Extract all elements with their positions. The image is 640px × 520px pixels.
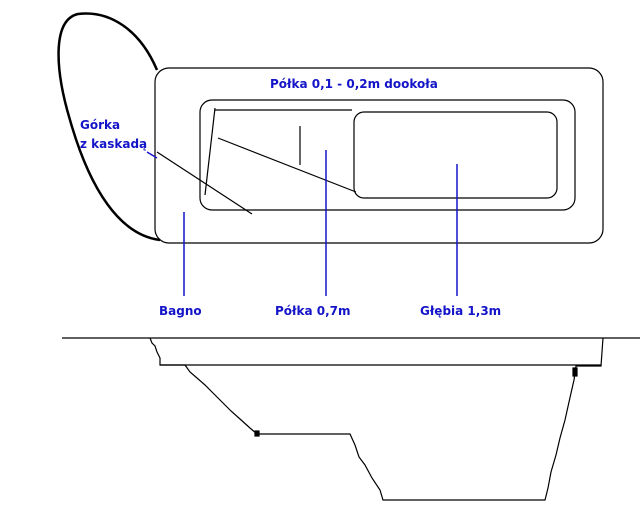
hill-leader bbox=[146, 151, 158, 159]
shelf-0-2-outline bbox=[199, 99, 576, 211]
section-marker-left bbox=[254, 430, 260, 437]
deep-zone-outline bbox=[353, 111, 558, 199]
shelf-rim-label: Półka 0,1 - 0,2m dookoła bbox=[270, 77, 438, 91]
inner-left-wall bbox=[204, 107, 216, 196]
hill-label-line1: Górka bbox=[80, 118, 121, 132]
shelf-0-7-label: Półka 0,7m bbox=[275, 304, 351, 318]
hill-cascade-label: Górka z kaskadą bbox=[80, 116, 147, 154]
shelf-0-7-slope bbox=[217, 137, 357, 193]
section-marker-right bbox=[572, 367, 578, 377]
depth-label: Głębia 1,3m bbox=[420, 304, 502, 318]
leader-lines bbox=[146, 150, 458, 296]
marsh-label: Bagno bbox=[159, 304, 202, 318]
plan-view bbox=[57, 12, 604, 244]
pond-outer-rim bbox=[154, 67, 604, 244]
section-profile-left bbox=[149, 337, 604, 501]
cross-section bbox=[62, 337, 640, 501]
marsh-slope bbox=[156, 151, 253, 215]
hill-label-line2: z kaskadą bbox=[80, 137, 148, 151]
hill-cascade-outline bbox=[57, 12, 161, 242]
